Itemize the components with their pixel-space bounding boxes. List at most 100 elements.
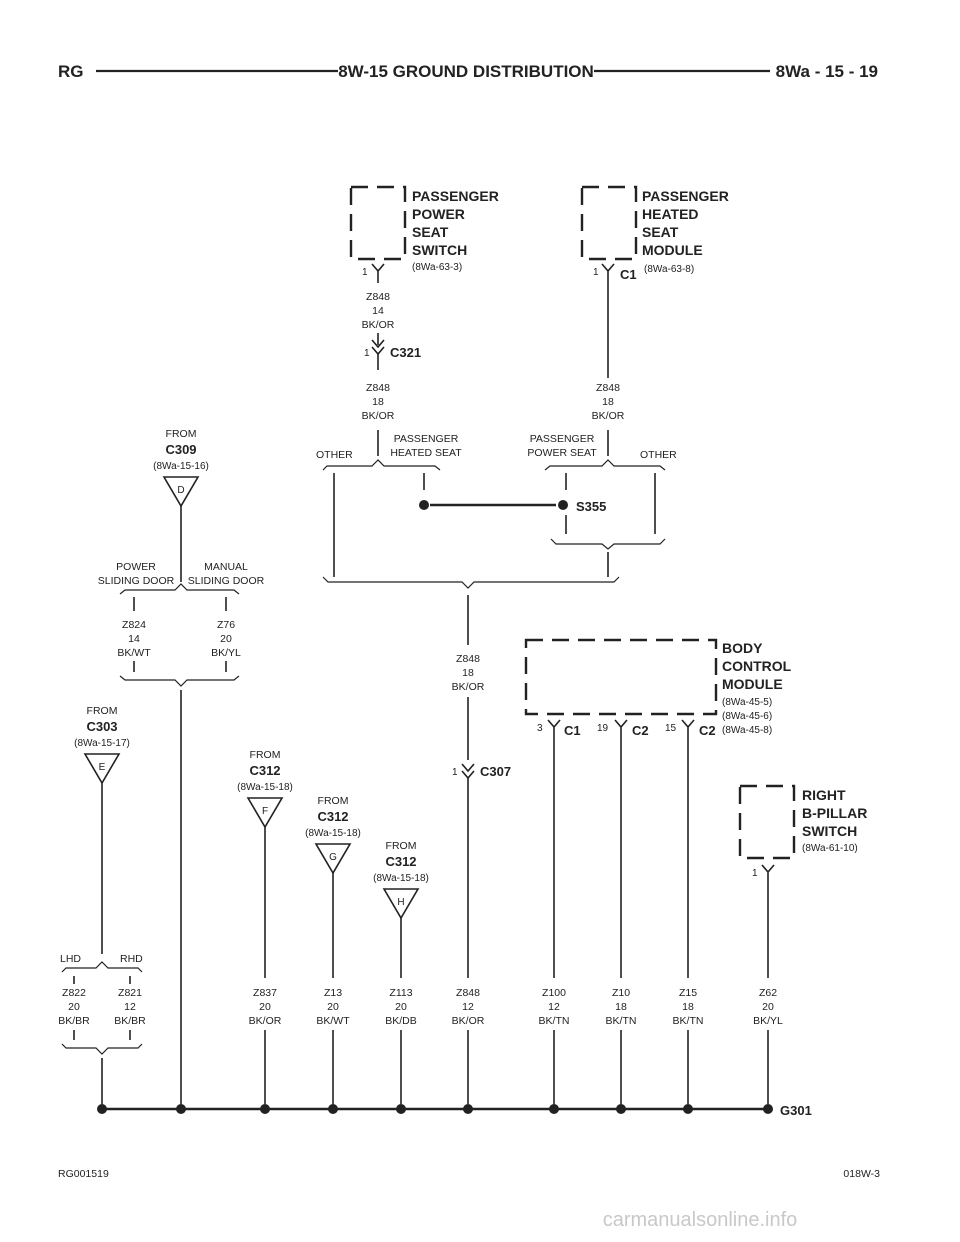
svg-text:BK/TN: BK/TN [606, 1015, 637, 1027]
svg-text:CONTROL: CONTROL [722, 658, 792, 674]
svg-text:BK/TN: BK/TN [539, 1015, 570, 1027]
offpage-c312-g: FROM C312 (8Wa-15-18) G [305, 795, 361, 875]
wire-label-z824: Z824 14 BK/WT [117, 619, 151, 659]
wire-z62-up [761, 864, 775, 978]
svg-text:Z848: Z848 [456, 987, 480, 999]
wire-label-z837: Z837 20 BK/OR [249, 987, 282, 1027]
svg-text:12: 12 [462, 1001, 474, 1013]
option-manual-sliding-1: MANUAL [204, 561, 248, 573]
svg-text:20: 20 [220, 633, 232, 645]
footer-right: 018W-3 [843, 1168, 880, 1180]
offpage-c303: FROM C303 (8Wa-15-17) E [74, 705, 130, 785]
svg-text:Z15: Z15 [679, 987, 697, 999]
wire-label-z15: Z15 18 BK/TN [673, 987, 704, 1027]
svg-text:E: E [99, 762, 106, 773]
svg-text:Z848: Z848 [456, 653, 480, 665]
svg-text:3: 3 [537, 723, 543, 734]
svg-text:(8Wa-15-18): (8Wa-15-18) [373, 873, 429, 884]
option-bracket-sliding [119, 583, 240, 595]
svg-text:(8Wa-15-16): (8Wa-15-16) [153, 461, 209, 472]
svg-text:SEAT: SEAT [412, 224, 449, 240]
svg-text:MODULE: MODULE [642, 242, 703, 258]
wire-label-z62: Z62 20 BK/YL [753, 987, 783, 1027]
wire-label-phsm-out: Z848 18 BK/OR [592, 382, 625, 422]
svg-text:18: 18 [372, 396, 384, 408]
svg-text:BK/TN: BK/TN [673, 1015, 704, 1027]
option-passenger-heated-2: HEATED SEAT [390, 447, 462, 459]
passenger-heated-seat-module: PASSENGER HEATED SEAT MODULE (8Wa-63-8) … [580, 185, 729, 282]
wire-label-z100: Z100 12 BK/TN [539, 987, 570, 1027]
svg-text:20: 20 [259, 1001, 271, 1013]
option-rhd: RHD [120, 953, 143, 965]
svg-text:G301: G301 [780, 1103, 812, 1118]
right-b-pillar-switch: RIGHT B-PILLAR SWITCH (8Wa-61-10) 1 [738, 784, 867, 879]
svg-text:BK/BR: BK/BR [58, 1015, 90, 1027]
svg-text:12: 12 [124, 1001, 136, 1013]
option-bracket-lhd-rhd [61, 961, 143, 973]
header-left: RG [58, 62, 84, 81]
svg-text:18: 18 [462, 667, 474, 679]
wire-label-z13: Z13 20 BK/WT [316, 987, 350, 1027]
svg-text:20: 20 [762, 1001, 774, 1013]
pss-terminal [371, 263, 385, 283]
merge-bracket-right [550, 538, 666, 550]
svg-text:Z100: Z100 [542, 987, 566, 999]
svg-text:Z821: Z821 [118, 987, 142, 999]
passenger-power-seat-switch: PASSENGER POWER SEAT SWITCH (8Wa-63-3) 1 [349, 185, 499, 278]
svg-text:PASSENGER: PASSENGER [412, 188, 499, 204]
svg-text:FROM: FROM [87, 705, 118, 717]
svg-text:(8Wa-15-17): (8Wa-15-17) [74, 738, 130, 749]
svg-text:BK/WT: BK/WT [117, 647, 151, 659]
svg-text:14: 14 [128, 633, 140, 645]
wire-label-trunk: Z848 18 BK/OR [452, 653, 485, 693]
svg-text:(8Wa-63-8): (8Wa-63-8) [644, 264, 694, 275]
svg-text:C2: C2 [632, 723, 649, 738]
wire-z15-up [681, 719, 695, 978]
option-manual-sliding-2: SLIDING DOOR [188, 575, 265, 587]
wire-label-z848-bottom: Z848 12 BK/OR [452, 987, 485, 1027]
phsm-terminal-wire [601, 263, 615, 378]
svg-text:C312: C312 [385, 854, 416, 869]
svg-text:18: 18 [682, 1001, 694, 1013]
svg-text:G: G [329, 852, 337, 863]
svg-text:19: 19 [597, 723, 609, 734]
svg-text:12: 12 [548, 1001, 560, 1013]
wire-label-z76: Z76 20 BK/YL [211, 619, 241, 659]
svg-text:BK/OR: BK/OR [362, 410, 395, 422]
svg-text:SWITCH: SWITCH [412, 242, 467, 258]
wire-z100-up [547, 719, 561, 978]
svg-text:FROM: FROM [386, 840, 417, 852]
svg-text:C309: C309 [165, 442, 196, 457]
svg-text:C307: C307 [480, 764, 511, 779]
svg-text:BK/YL: BK/YL [753, 1015, 783, 1027]
svg-text:Z113: Z113 [389, 987, 412, 999]
svg-text:C312: C312 [249, 763, 280, 778]
option-passenger-heated-1: PASSENGER [394, 433, 459, 445]
wire-label-z113: Z113 20 BK/DB [385, 987, 417, 1027]
svg-text:C1: C1 [620, 267, 637, 282]
svg-text:(8Wa-15-18): (8Wa-15-18) [237, 782, 293, 793]
footer-left: RG001519 [58, 1168, 109, 1180]
svg-text:18: 18 [602, 396, 614, 408]
svg-text:(8Wa-45-5): (8Wa-45-5) [722, 697, 772, 708]
svg-text:BK/OR: BK/OR [452, 681, 485, 693]
svg-text:Z848: Z848 [596, 382, 620, 394]
svg-text:20: 20 [68, 1001, 80, 1013]
wire-label-pss-out: Z848 14 BK/OR [362, 291, 395, 331]
ground-bus-g301: G301 [97, 1103, 812, 1118]
svg-text:Z822: Z822 [62, 987, 86, 999]
svg-text:Z837: Z837 [253, 987, 277, 999]
svg-text:BK/YL: BK/YL [211, 647, 241, 659]
connector-c321: 1 C321 [364, 333, 421, 370]
svg-text:SWITCH: SWITCH [802, 823, 857, 839]
offpage-c312-h: FROM C312 (8Wa-15-18) H [373, 840, 429, 920]
svg-text:BK/OR: BK/OR [249, 1015, 282, 1027]
wire-label-c321-out: Z848 18 BK/OR [362, 382, 395, 422]
svg-text:15: 15 [665, 723, 677, 734]
svg-text:BK/DB: BK/DB [385, 1015, 417, 1027]
merge-bracket-trunk [322, 576, 620, 589]
splice-s355: S355 [419, 499, 606, 514]
svg-text:FROM: FROM [250, 749, 281, 761]
svg-text:B-PILLAR: B-PILLAR [802, 805, 867, 821]
